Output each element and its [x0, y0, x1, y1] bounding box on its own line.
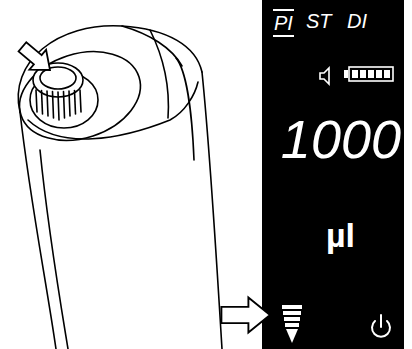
mode-label: ST [306, 11, 332, 31]
pointer-arrow [221, 297, 270, 332]
mode-label: PI [273, 9, 294, 37]
display-screen: PI ST DI 1000 µl [262, 0, 404, 349]
tip-icon [282, 305, 302, 343]
volume-readout: 1000 [281, 112, 401, 166]
display-panel [262, 0, 404, 349]
unit-label: µl [326, 218, 355, 252]
battery-icon [344, 67, 393, 81]
pipette-handle [8, 26, 222, 349]
speaker-icon [320, 68, 329, 84]
pointer-arrow [14, 37, 58, 80]
power-icon [372, 315, 390, 337]
mode-label: DI [347, 11, 367, 31]
